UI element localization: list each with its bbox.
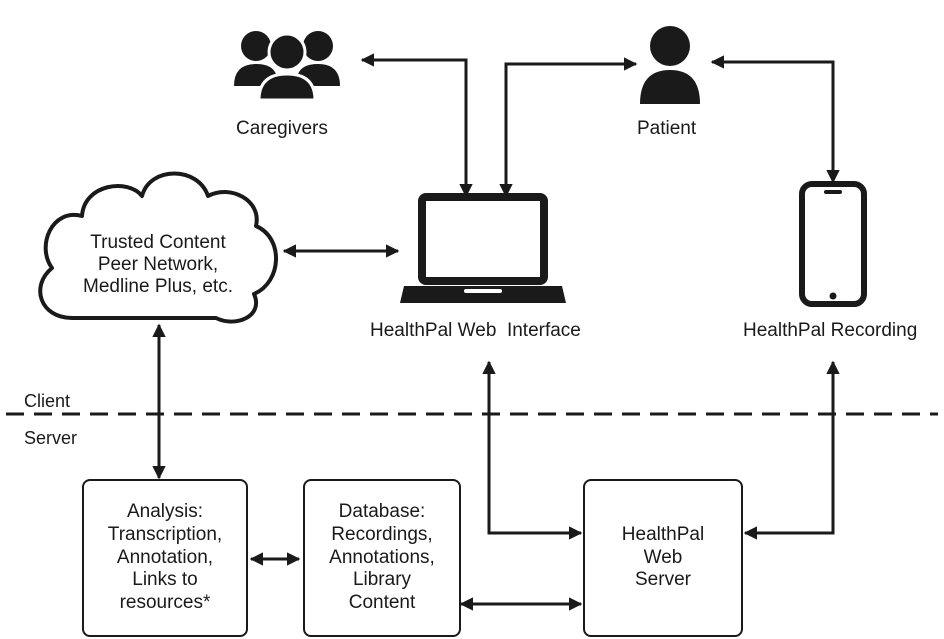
web-server-box: HealthPal Web Server bbox=[583, 479, 743, 637]
database-text: Database: Recordings, Annotations, Libra… bbox=[329, 501, 435, 614]
cloud-line-1: Trusted Content bbox=[90, 232, 226, 253]
cloud-line-2: Peer Network, bbox=[97, 253, 219, 275]
client-label: Client bbox=[24, 391, 71, 411]
laptop-icon bbox=[400, 193, 566, 303]
web-server-text: HealthPal Web Server bbox=[621, 523, 705, 591]
arrow-laptop-server bbox=[482, 360, 583, 540]
cloud-icon bbox=[38, 171, 278, 324]
cloud-line-3: Medline Plus, etc. bbox=[83, 275, 233, 297]
smartphone-icon bbox=[799, 181, 867, 307]
arrow-patient-laptop bbox=[499, 57, 638, 198]
caregivers-label: Caregivers bbox=[236, 118, 328, 139]
analysis-text: Analysis: Transcription, Annotation, Lin… bbox=[107, 501, 223, 614]
analysis-box: Analysis: Transcription, Annotation, Lin… bbox=[82, 479, 248, 637]
arrow-caregivers-laptop bbox=[360, 53, 473, 198]
database-box: Database: Recordings, Annotations, Libra… bbox=[303, 479, 461, 637]
patient-icon bbox=[640, 26, 700, 104]
arrow-phone-server bbox=[743, 360, 840, 540]
recording-label: HealthPal Recording bbox=[743, 320, 918, 341]
server-label: Server bbox=[24, 428, 78, 448]
arrow-patient-phone bbox=[710, 55, 840, 184]
cloud-text: Trusted Content Peer Network, Medline Pl… bbox=[62, 232, 254, 298]
web-interface-label: HealthPal Web Interface bbox=[370, 320, 581, 341]
caregivers-icon bbox=[234, 31, 340, 102]
patient-label: Patient bbox=[637, 118, 697, 139]
